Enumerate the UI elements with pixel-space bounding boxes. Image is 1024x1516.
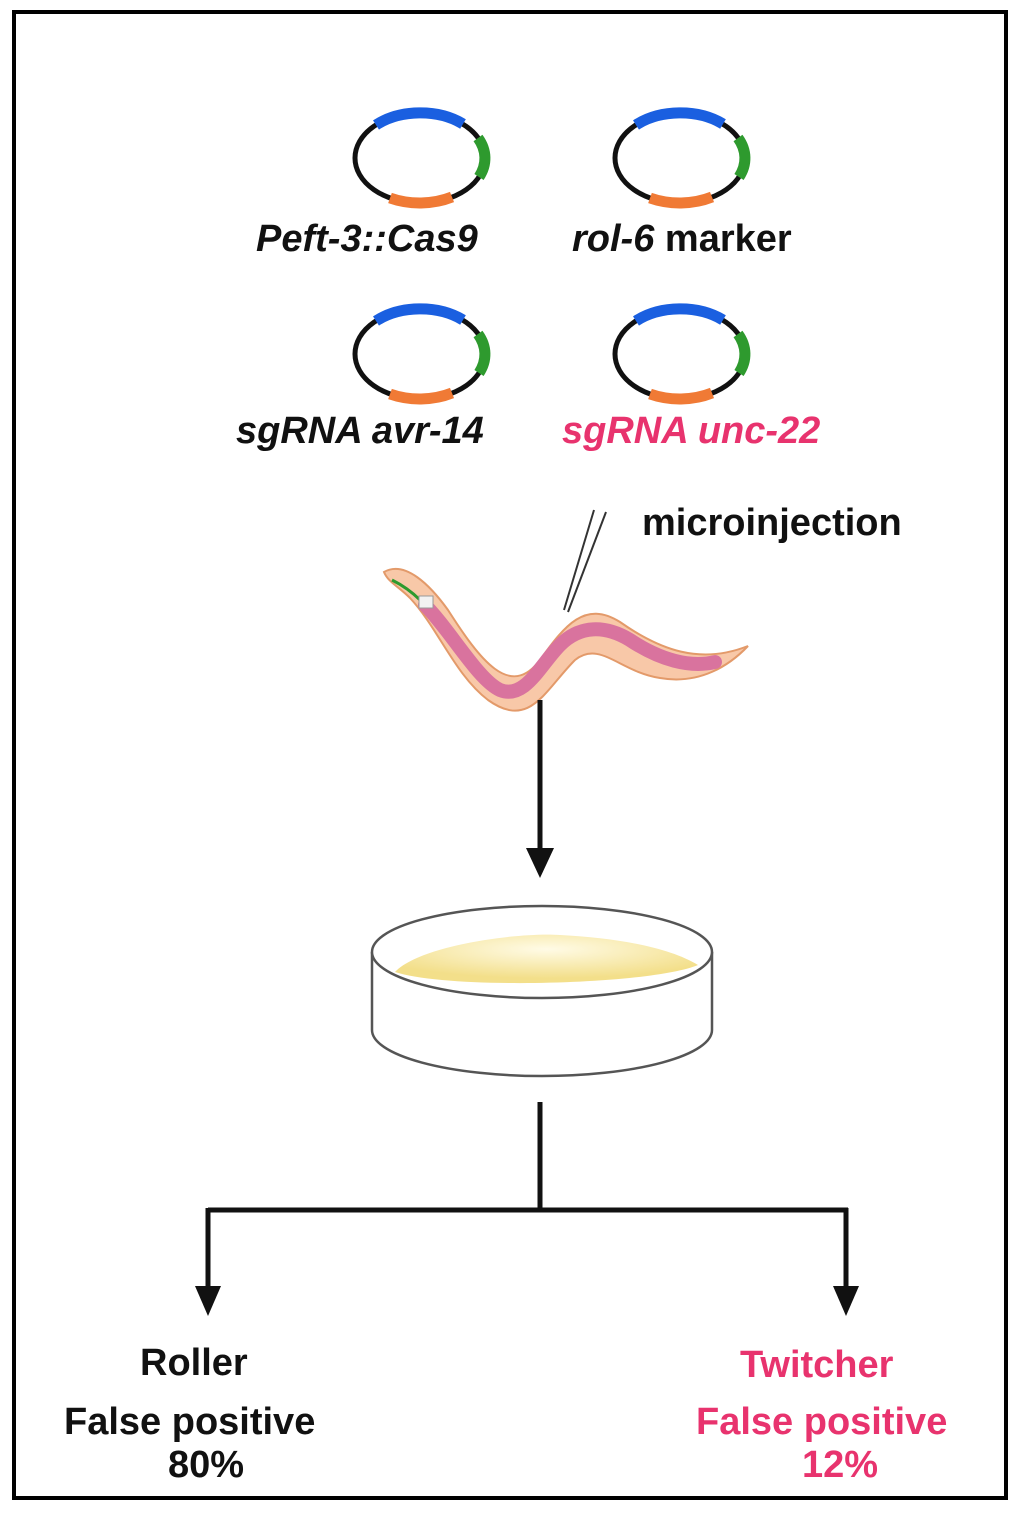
needle-icon bbox=[563, 509, 607, 613]
petri-dish-icon bbox=[370, 904, 714, 1078]
roller-value: 80% bbox=[168, 1444, 245, 1486]
rol6-gene-name: rol-6 bbox=[572, 218, 655, 260]
figure-frame bbox=[12, 10, 1008, 1500]
plasmid-unc22-icon bbox=[615, 309, 745, 399]
twitcher-value: 12% bbox=[802, 1444, 879, 1486]
twitcher-subtitle: False positive bbox=[696, 1401, 948, 1443]
plasmid-rol6-label: rol-6 marker bbox=[572, 220, 792, 258]
twitcher-title: Twitcher bbox=[740, 1344, 894, 1386]
plasmid-unc22-label: sgRNA unc-22 bbox=[562, 410, 821, 452]
rol6-suffix: marker bbox=[654, 218, 792, 260]
microinjection-label: microinjection bbox=[642, 502, 902, 544]
plasmid-avr14-icon bbox=[355, 309, 485, 399]
branch-arrows bbox=[195, 1102, 859, 1316]
arrow-head-icon bbox=[526, 848, 554, 878]
plasmid-rol6-icon bbox=[615, 113, 745, 203]
plasmid-cas9-label: Peft-3::Cas9 bbox=[256, 218, 478, 260]
plasmid-avr14-label: sgRNA avr-14 bbox=[236, 410, 484, 452]
plasmid-cas9-icon bbox=[355, 113, 485, 203]
roller-title: Roller bbox=[140, 1342, 248, 1384]
roller-subtitle: False positive bbox=[64, 1401, 316, 1443]
worm-icon bbox=[382, 567, 749, 712]
